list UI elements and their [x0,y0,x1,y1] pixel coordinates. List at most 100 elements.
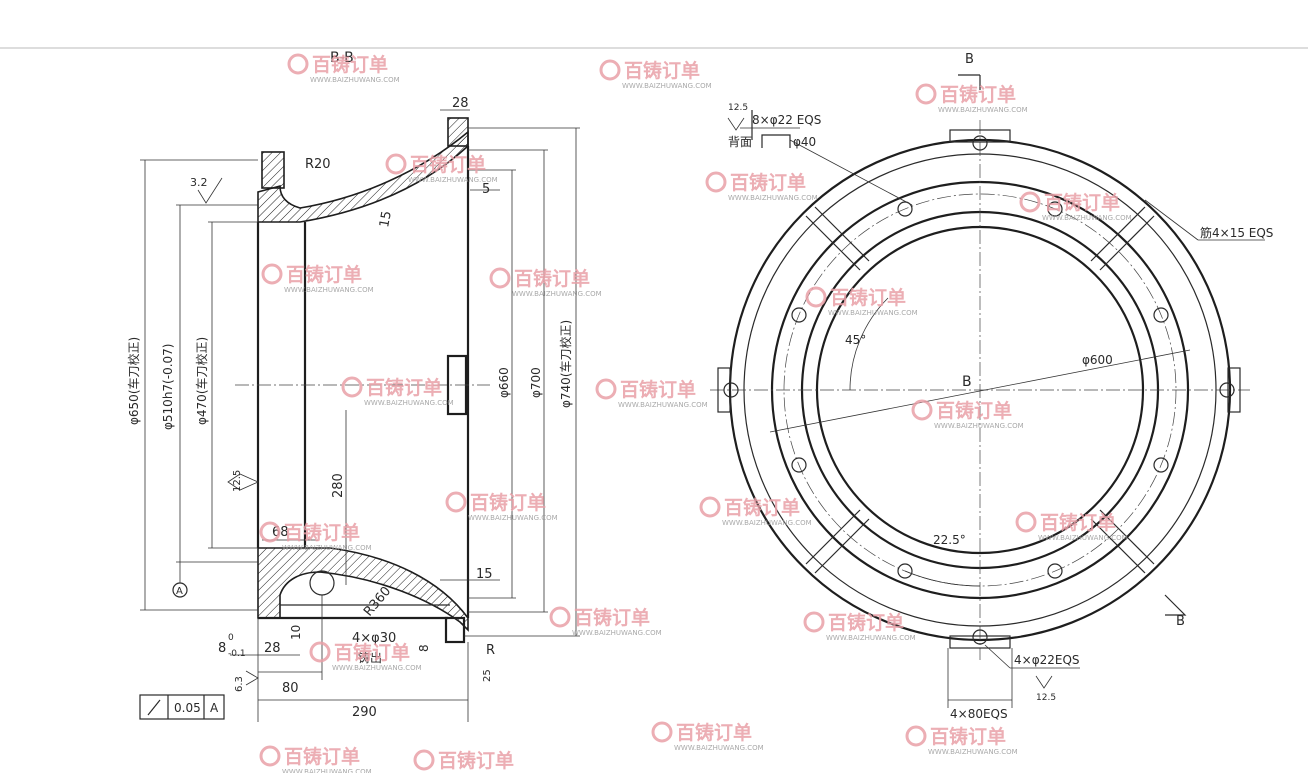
watermark-brand: 百铸订单 [730,171,806,194]
lug-width-label: 4×80EQS [950,707,1008,721]
bottom-right-flange [444,616,466,644]
bolt-hole [897,563,913,579]
counterbore-dia: φ40 [793,135,816,149]
dim-d700: φ700 [529,367,543,398]
watermark-site: WWW.BAIZHUWANG.COM [332,664,422,672]
rough-symbol-bottom [245,670,259,686]
watermark-logo-icon [705,171,727,193]
bolt-hole [1153,457,1169,473]
section-arrow-bottom [1164,594,1187,616]
rough-symbol-plan [727,117,745,131]
watermark-logo-icon [915,83,937,105]
watermark-brand: 百铸订单 [286,263,362,286]
watermark-logo-icon [259,745,281,767]
watermark-site: WWW.BAIZHUWANG.COM [408,176,498,184]
dim-flange-gap: 5 [482,182,490,197]
ribs [805,206,1155,574]
dim-d660: φ660 [497,367,511,398]
lug-bottom [949,635,1011,649]
datum-label: A [176,586,183,597]
watermark-brand: 百铸订单 [470,491,546,514]
watermark-site: WWW.BAIZHUWANG.COM [284,286,374,294]
watermark-brand: 百铸订单 [410,153,486,176]
watermark-site: WWW.BAIZHUWANG.COM [722,519,812,527]
lug-rough-value: 12.5 [1036,693,1056,703]
lug-hole-bottom [972,629,988,645]
rough-symbol-side [227,473,259,491]
watermark-brand: 百铸订单 [366,376,442,399]
dim-10: 10 [289,625,303,640]
dia-600-label: φ600 [1082,353,1113,367]
watermark-site: WWW.BAIZHUWANG.COM [1038,534,1128,542]
watermark-site: WWW.BAIZHUWANG.COM [938,106,1028,114]
runout-tolerance: 0.05 [174,701,201,715]
watermark-site: WWW.BAIZHUWANG.COM [928,748,1018,756]
dim-d650: φ650(车刀校正) [126,337,141,425]
dim-r360: R360 [361,584,394,620]
lug-left [717,367,731,413]
dim-r-small: R [486,643,495,658]
watermark-brand: 百铸订单 [620,378,696,401]
watermark-logo-icon [651,721,673,743]
cast-hole-circle [309,570,335,596]
leader-lugs [984,644,1011,669]
watermark-brand: 百铸订单 [830,286,906,309]
watermark-site: WWW.BAIZHUWANG.COM [826,634,916,642]
rough-symbol-top [197,177,223,204]
rough-top-value: 3.2 [190,176,208,189]
watermark-brand: 百铸订单 [1040,511,1116,534]
watermark-brand: 百铸订单 [930,725,1006,748]
watermark-logo-icon [911,399,933,421]
rough-side-value: 12.5 [232,470,243,492]
watermark-site: WWW.BAIZHUWANG.COM [468,514,558,522]
bolt-holes [791,201,1169,579]
leader-ribs [1144,199,1199,241]
dim-d510: φ510h7(-0.07) [161,344,175,430]
watermark-site: WWW.BAIZHUWANG.COM [364,399,454,407]
lower-curved-wall [257,547,469,632]
flange-tol: -0.1 [228,649,246,659]
watermark-site: WWW.BAIZHUWANG.COM [282,544,372,552]
watermark-site: WWW.BAIZHUWANG.COM [572,629,662,637]
bolt-hole [1153,307,1169,323]
watermark-logo-icon [309,641,331,663]
watermark-logo-icon [599,59,621,81]
dim-15: 15 [476,567,493,582]
bolt-hole [791,457,807,473]
angle-22-arc [904,570,981,587]
watermark-site: WWW.BAIZHUWANG.COM [512,290,602,298]
watermark-logo-icon [549,606,571,628]
watermark-logo-icon [905,725,927,747]
dim-8: 8 [417,644,431,652]
tol-zero: 0 [228,633,234,643]
section-title: B-B [330,50,354,66]
counterbore-label: 背面 [728,135,752,149]
watermark-site: WWW.BAIZHUWANG.COM [310,76,400,84]
watermark-site: WWW.BAIZHUWANG.COM [728,194,818,202]
watermark-site: WWW.BAIZHUWANG.COM [282,768,372,773]
center-label: B [962,374,972,390]
dim-d470: φ470(车刀校正) [194,337,209,425]
watermark-logo-icon [595,378,617,400]
watermark-logo-icon [287,53,309,75]
watermark-logo-icon [803,611,825,633]
watermark-brand: 百铸订单 [574,606,650,629]
rough-symbol-lug [1035,675,1053,689]
watermark-logo-icon [261,263,283,285]
section-mark-top: B [965,52,974,67]
